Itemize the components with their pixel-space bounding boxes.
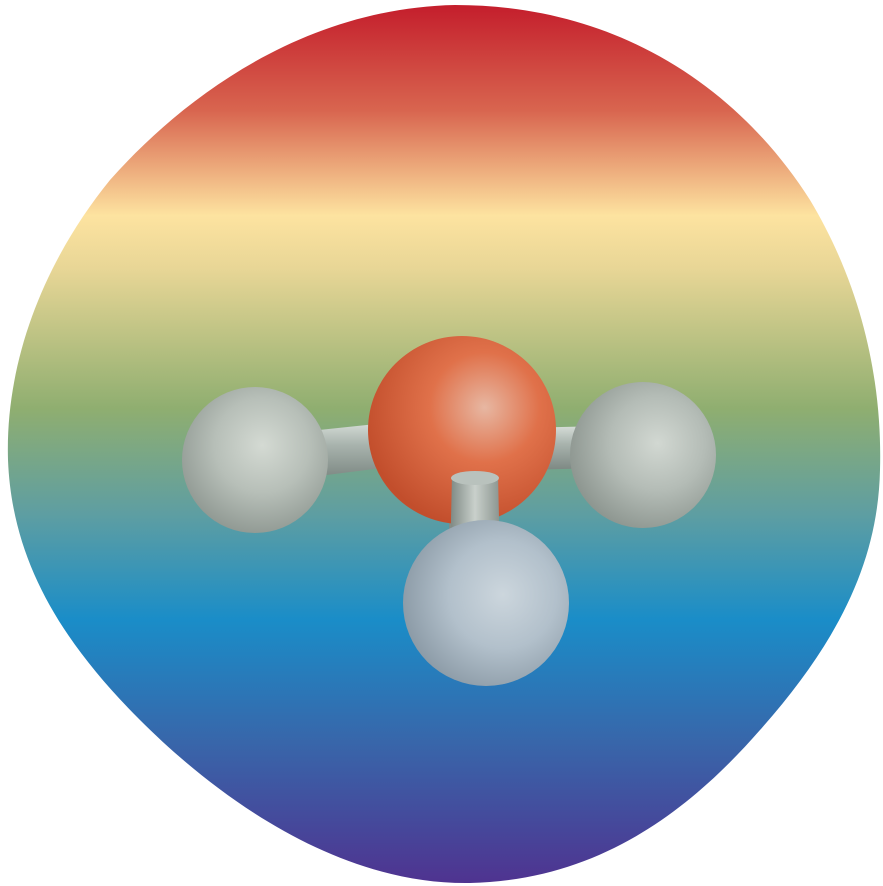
- left-atom: [182, 387, 328, 533]
- right-atom: [570, 382, 716, 528]
- bond-bottom-cap: [451, 471, 499, 485]
- bottom-atom: [403, 520, 569, 686]
